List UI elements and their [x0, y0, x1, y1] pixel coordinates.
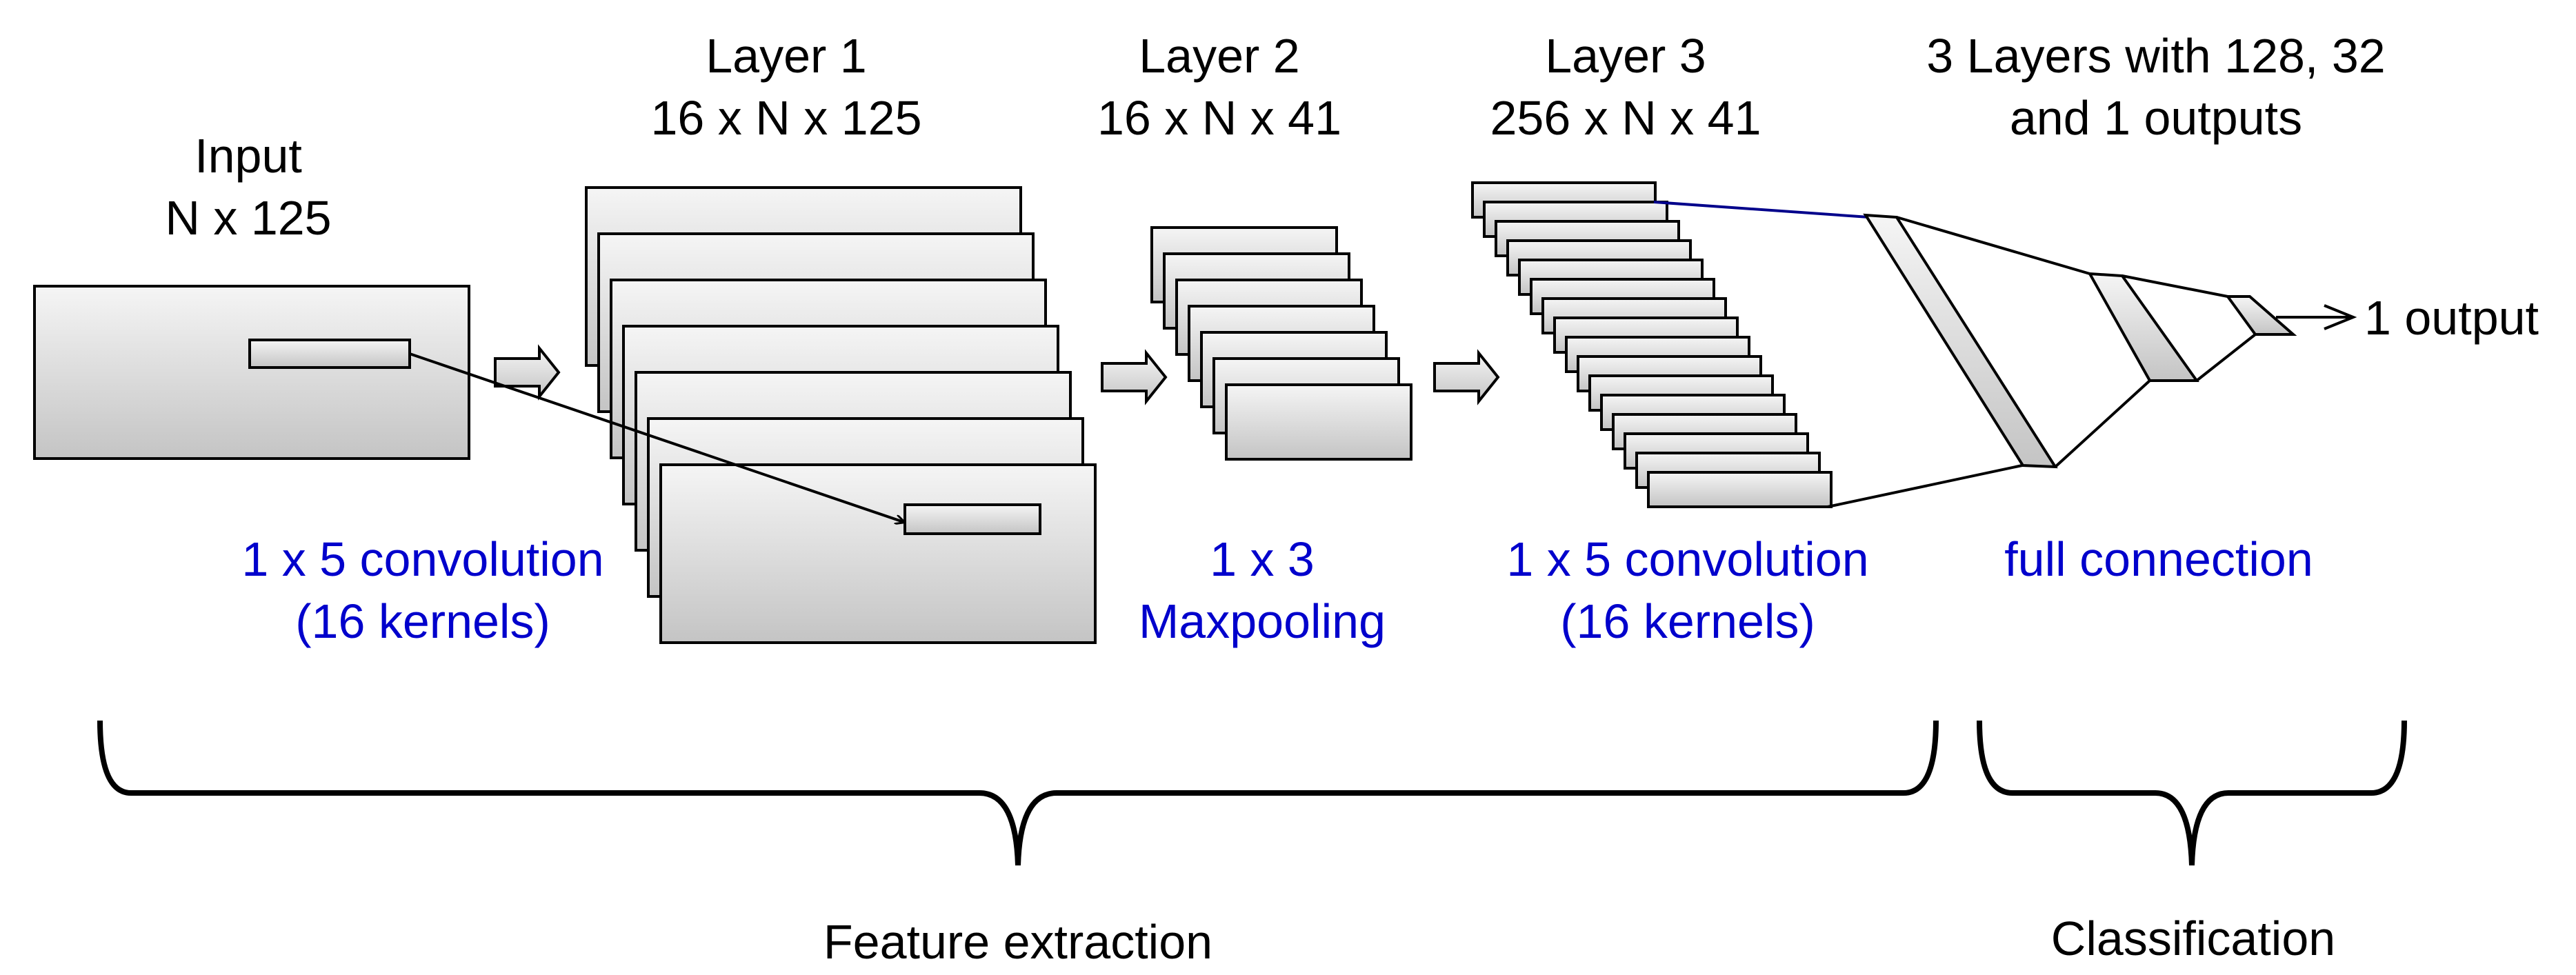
classification-brace	[1977, 720, 2407, 866]
layer1-feature-map-7	[659, 463, 1097, 644]
pool-label-line2: Maxpooling	[1139, 594, 1386, 648]
input-title: Input	[194, 129, 302, 183]
fc-title-line1: 3 Layers with 128, 32	[1926, 29, 2385, 83]
output-label: 1 output	[2364, 291, 2539, 345]
conv1-label-line2: (16 kernels)	[295, 594, 550, 648]
conv2-label-line2: (16 kernels)	[1560, 594, 1815, 648]
layer3-feature-map-16	[1647, 471, 1833, 508]
fc-link-128-32-top	[1896, 216, 2090, 275]
output-arrow-head	[2324, 304, 2357, 330]
layer3-title: Layer 3	[1545, 29, 1706, 83]
layer1-feature-map-stack	[585, 186, 1097, 644]
fc-link-top	[1653, 201, 1870, 219]
layer2-dims: 16 x N x 41	[1097, 91, 1341, 145]
layer1-title: Layer 1	[706, 29, 866, 83]
classification-label: Classification	[2051, 912, 2335, 965]
fc-label: full connection	[2004, 532, 2313, 586]
layer2-feature-map-7	[1225, 383, 1412, 461]
feature-extraction-brace	[97, 720, 1939, 866]
input-box	[33, 285, 470, 460]
pool-label-line1: 1 x 3	[1210, 532, 1315, 586]
fc-link-32-1-top	[2121, 274, 2228, 298]
fc-title-line2: and 1 outputs	[2010, 91, 2302, 145]
layer2-feature-map-stack	[1150, 226, 1412, 461]
layer1-output-cell	[903, 503, 1041, 535]
input-kernel-window	[248, 339, 411, 369]
layer1-dims: 16 x N x 125	[651, 91, 922, 145]
convolution-connection-line	[409, 352, 903, 522]
fc-layer-1	[2225, 295, 2297, 336]
input-dims: N x 125	[165, 191, 331, 245]
layer2-title: Layer 2	[1139, 29, 1299, 83]
flow-arrow-layer2-to-layer3	[1433, 349, 1500, 405]
fc-link-32-1-bottom	[2195, 333, 2257, 382]
fc-link-bottom	[1827, 464, 2023, 508]
fc-layer-128	[1863, 213, 2058, 469]
layer3-dims: 256 x N x 41	[1490, 91, 1761, 145]
conv1-label-line1: 1 x 5 convolution	[241, 532, 603, 586]
flow-arrow-layer1-to-layer2	[1101, 349, 1168, 405]
feature-extraction-label: Feature extraction	[823, 915, 1212, 969]
conv2-label-line1: 1 x 5 convolution	[1506, 532, 1868, 586]
fc-layer-32	[2087, 272, 2199, 382]
flow-arrow-input-to-layer1	[494, 344, 561, 401]
fc-link-128-32-bottom	[2054, 379, 2151, 468]
layer3-feature-map-stack	[1471, 181, 1833, 508]
